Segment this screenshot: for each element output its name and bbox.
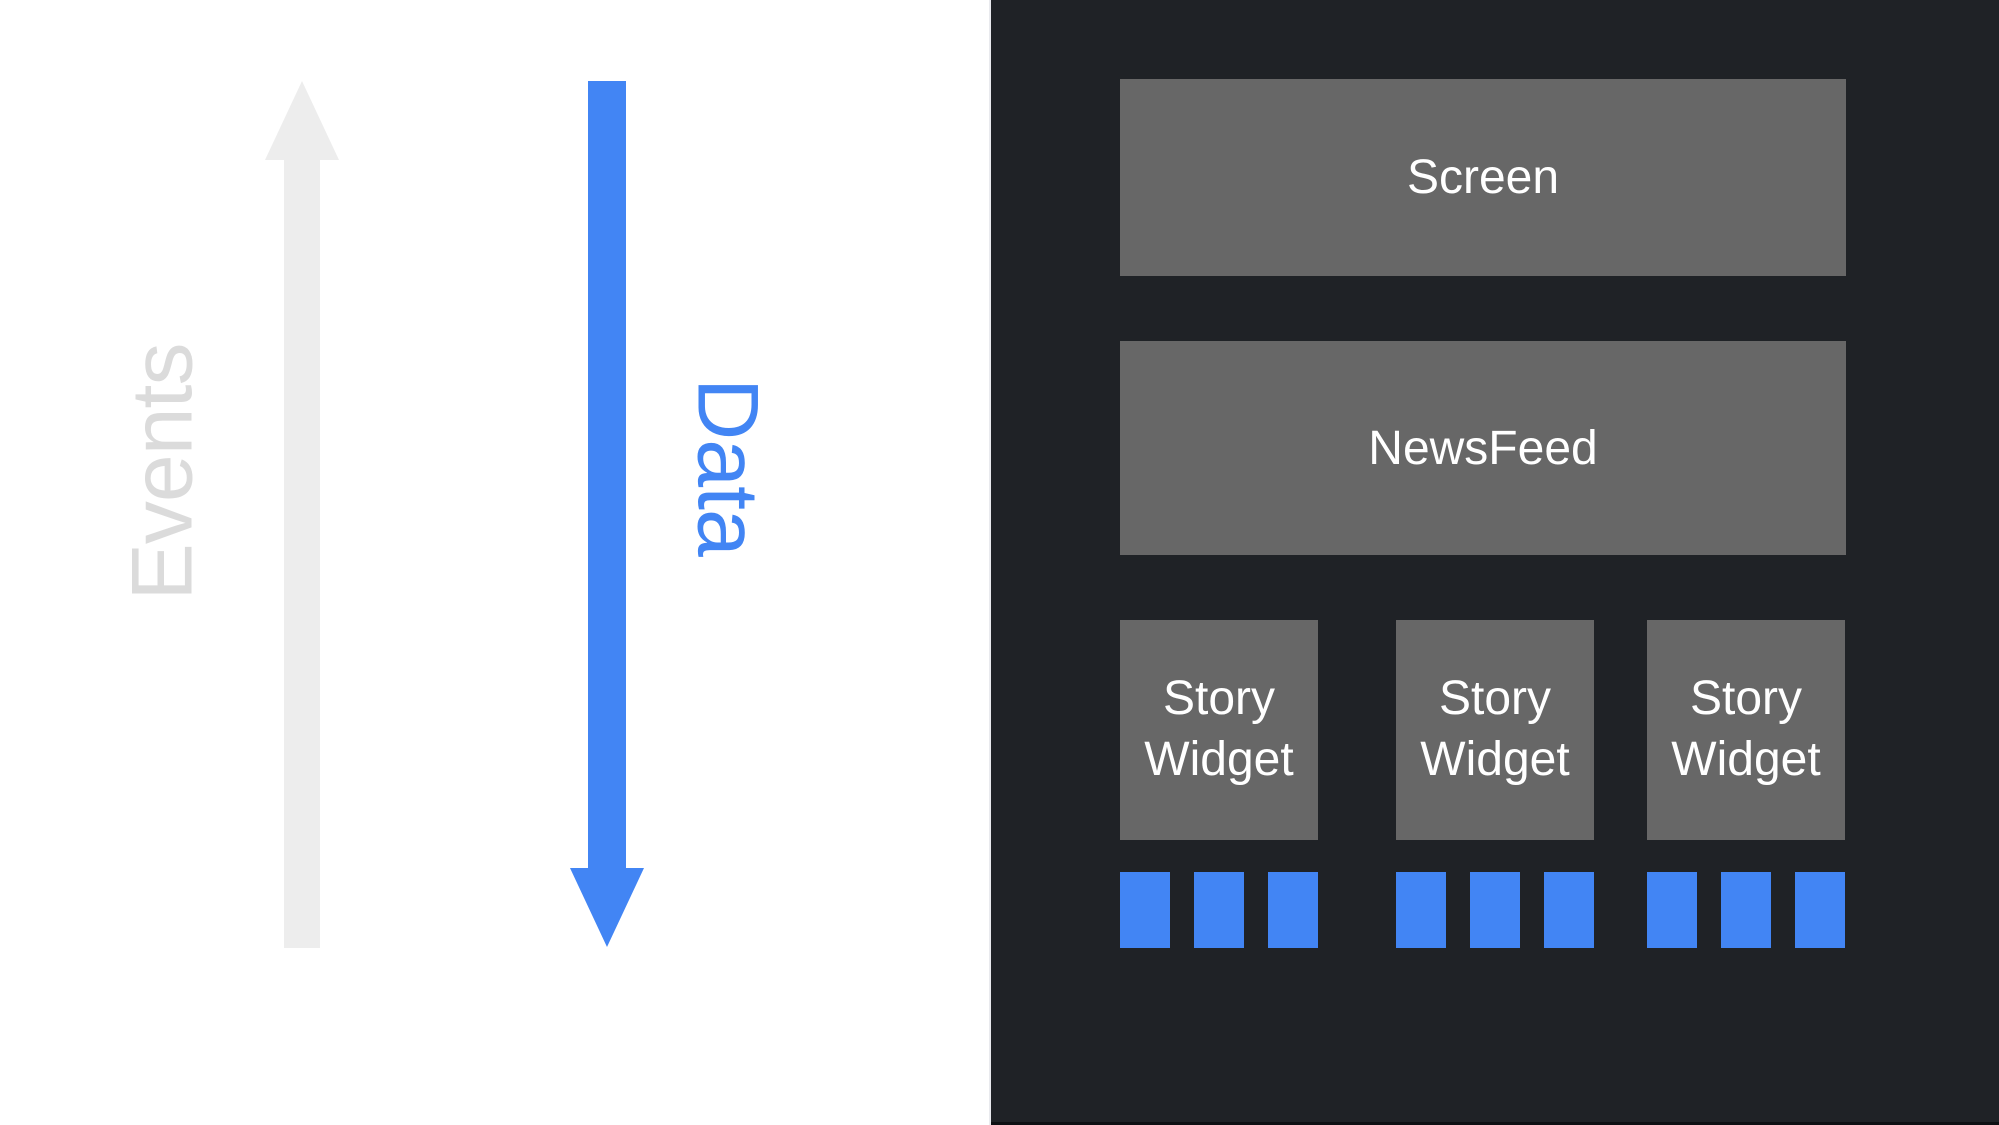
story-data-squares-group bbox=[1647, 872, 1845, 948]
story-data-squares-group bbox=[1396, 872, 1594, 948]
data-square-icon bbox=[1470, 872, 1520, 948]
data-square-icon bbox=[1647, 872, 1697, 948]
screen-box: Screen bbox=[1120, 79, 1846, 276]
data-square-icon bbox=[1268, 872, 1318, 948]
events-data-panel: Events Data bbox=[0, 0, 991, 1125]
story-widget-box: Story Widget bbox=[1120, 620, 1318, 840]
screen-box-label: Screen bbox=[1406, 151, 1560, 204]
story-widget-box-label: Story Widget bbox=[1144, 672, 1294, 786]
newsfeed-box-label: NewsFeed bbox=[1368, 421, 1598, 475]
story-widget-box: Story Widget bbox=[1647, 620, 1845, 840]
data-label: Data bbox=[679, 378, 776, 556]
panel-divider bbox=[989, 0, 991, 1125]
data-square-icon bbox=[1120, 872, 1170, 948]
data-square-icon bbox=[1396, 872, 1446, 948]
data-square-icon bbox=[1721, 872, 1771, 948]
story-widget-box: Story Widget bbox=[1396, 620, 1594, 840]
events-up-arrow-icon bbox=[265, 81, 339, 948]
story-data-squares-group bbox=[1120, 872, 1318, 948]
widget-tree-panel: Screen NewsFeed Story Widget Story Widge… bbox=[989, 0, 1999, 1125]
panel-bottom-edge bbox=[991, 1122, 1999, 1125]
data-square-icon bbox=[1194, 872, 1244, 948]
story-widget-box-label: Story Widget bbox=[1420, 672, 1570, 786]
data-down-arrow-icon bbox=[570, 81, 644, 947]
events-label: Events bbox=[114, 343, 211, 601]
data-square-icon bbox=[1795, 872, 1845, 948]
data-square-icon bbox=[1544, 872, 1594, 948]
story-widget-box-label: Story Widget bbox=[1671, 672, 1821, 786]
newsfeed-box: NewsFeed bbox=[1120, 341, 1846, 555]
